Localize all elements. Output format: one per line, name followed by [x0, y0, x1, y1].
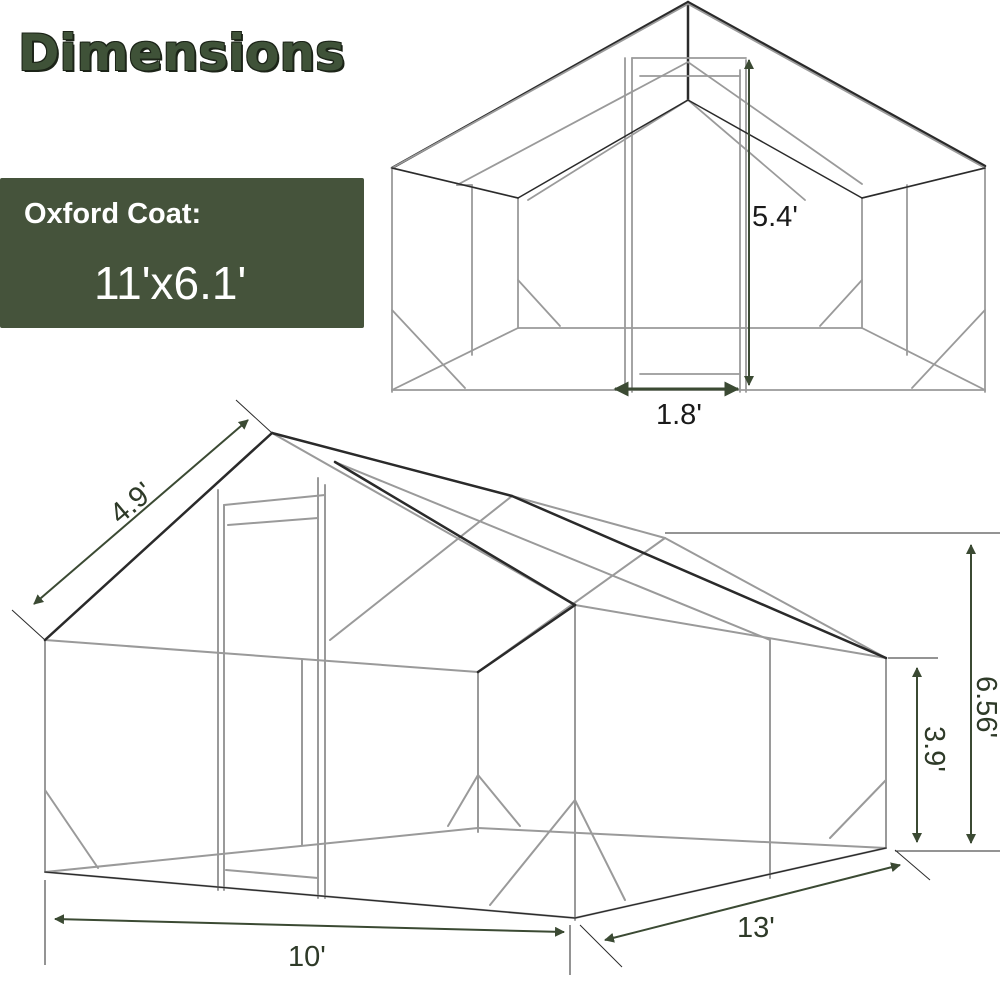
door-width-label: 1.8' — [656, 399, 702, 431]
perspective-view-frame — [43, 431, 888, 921]
roof-slope-label: 4.9' — [104, 476, 160, 530]
door-height-label: 5.4' — [752, 201, 798, 233]
length-arrow — [604, 862, 901, 943]
side-height-label: 3.9' — [918, 726, 950, 772]
page-title: Dimensions — [18, 24, 345, 82]
oxford-coat-spec-box: Oxford Coat: 11'x6.1' — [0, 178, 364, 328]
roof-slope-arrow — [33, 419, 249, 605]
width-label: 10' — [288, 941, 326, 973]
width-arrow — [54, 914, 565, 937]
total-height-label: 6.56' — [970, 676, 1000, 738]
spec-value: 11'x6.1' — [94, 257, 247, 309]
front-view-frame — [390, 0, 987, 393]
spec-label: Oxford Coat: — [24, 198, 202, 230]
extension-lines — [11, 399, 1000, 975]
length-label: 13' — [737, 912, 775, 944]
